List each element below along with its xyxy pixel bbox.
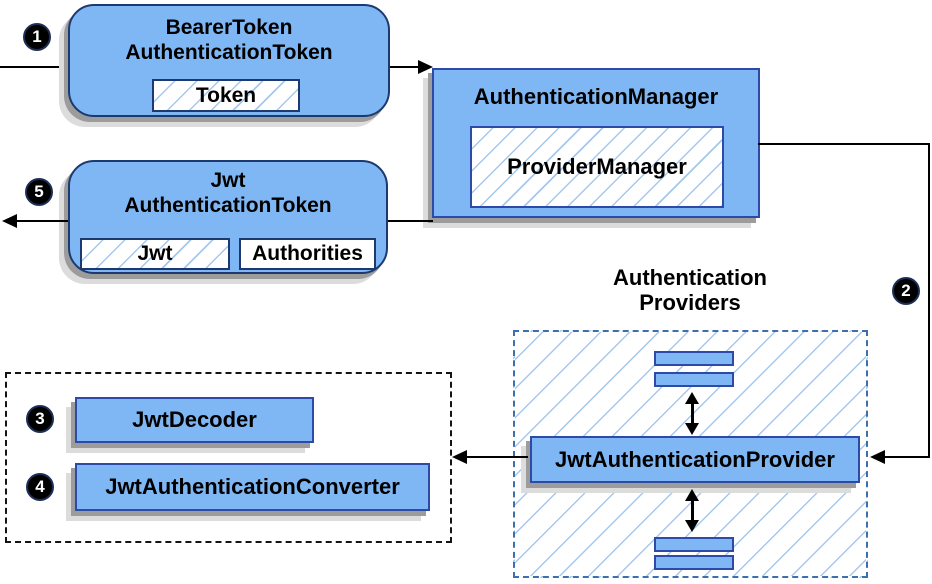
provider-placeholder-bar (654, 537, 734, 552)
arrowhead-down-icon (685, 520, 699, 532)
chip-token: Token (152, 79, 300, 112)
node-jwt-decoder: JwtDecoder (75, 397, 314, 443)
flow-line-step2-top (758, 143, 930, 145)
jwt-token-title-line2: AuthenticationToken (124, 194, 332, 217)
flow-line-step5-out (16, 220, 68, 222)
jwt-token-title-line1: Jwt (210, 169, 246, 192)
jwt-token-title: Jwt AuthenticationToken (70, 162, 386, 218)
chip-token-label: Token (195, 83, 257, 107)
jwt-authentication-provider-label: JwtAuthenticationProvider (555, 446, 835, 472)
chip-jwt-label: Jwt (137, 242, 173, 265)
step-4-badge: 4 (26, 473, 54, 501)
arrowhead-up-icon (685, 392, 699, 404)
chip-provider-manager-label: ProviderManager (507, 154, 687, 179)
chip-authorities-label: Authorities (252, 242, 363, 265)
jwt-helpers-group: JwtDecoder JwtAuthenticationConverter (5, 372, 452, 543)
authentication-providers-label: Authentication Providers (553, 265, 827, 315)
step-1-number: 1 (32, 27, 42, 46)
flow-line-to-auth-manager (390, 66, 420, 68)
step-2-badge: 2 (892, 277, 920, 305)
arrowhead-into-jwt-authentication-provider (870, 450, 885, 464)
flow-line-step1-in (0, 66, 68, 68)
step-2-number: 2 (901, 281, 911, 300)
step-5-badge: 5 (25, 178, 53, 206)
provider-placeholder-bar (654, 372, 734, 387)
authentication-providers-region: JwtAuthenticationProvider (513, 330, 868, 578)
node-jwt-authentication-token: Jwt AuthenticationToken Jwt Authorities (68, 160, 388, 274)
chip-authorities: Authorities (239, 238, 376, 270)
step-3-badge: 3 (26, 405, 54, 433)
step-1-badge: 1 (23, 23, 51, 51)
bearer-token-title: BearerToken AuthenticationToken (70, 6, 388, 65)
authentication-providers-label-line2: Providers (639, 290, 741, 315)
flow-line-provider-to-helpers (466, 456, 528, 458)
node-jwt-authentication-converter: JwtAuthenticationConverter (75, 463, 430, 511)
node-jwt-authentication-provider: JwtAuthenticationProvider (530, 436, 860, 483)
flow-line-step2-bottom (884, 456, 930, 458)
node-bearer-token-authentication-token: BearerToken AuthenticationToken Token (68, 4, 390, 117)
provider-placeholder-bar (654, 555, 734, 570)
flow-line-step2-right (928, 143, 930, 458)
jwt-authentication-converter-label: JwtAuthenticationConverter (105, 474, 400, 499)
auth-manager-title: AuthenticationManager (473, 84, 719, 109)
step-5-number: 5 (34, 182, 44, 201)
provider-placeholder-bar (654, 351, 734, 366)
arrowhead-into-helpers-group (452, 450, 467, 464)
step-4-number: 4 (35, 477, 45, 496)
authentication-providers-label-line1: Authentication (613, 265, 767, 290)
chip-jwt: Jwt (80, 238, 230, 270)
arrowhead-into-auth-manager (418, 60, 433, 74)
arrowhead-up-icon (685, 489, 699, 501)
arrowhead-step5-out (2, 214, 17, 228)
chip-provider-manager: ProviderManager (470, 126, 724, 208)
arrowhead-down-icon (685, 423, 699, 435)
step-3-number: 3 (35, 409, 45, 428)
double-arrow-bottom (685, 489, 699, 532)
bearer-token-title-line1: BearerToken (165, 16, 293, 39)
node-authentication-manager: AuthenticationManager ProviderManager (432, 68, 760, 218)
double-arrow-top (685, 392, 699, 435)
jwt-decoder-label: JwtDecoder (132, 407, 257, 432)
bearer-token-title-line2: AuthenticationToken (125, 41, 333, 64)
flow-line-manager-to-jwt-token (388, 220, 433, 222)
